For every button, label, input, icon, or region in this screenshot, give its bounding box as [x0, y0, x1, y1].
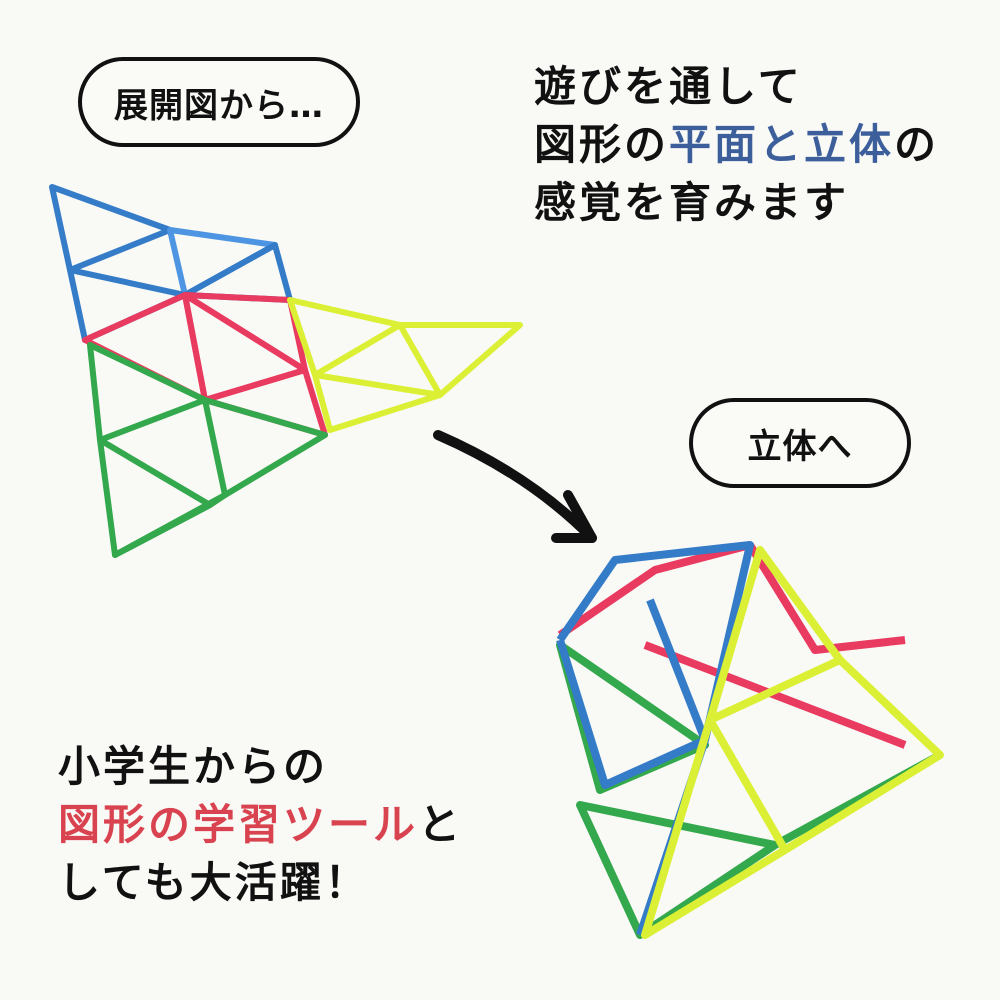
headline-top-line2-pre: 図形の [534, 120, 670, 169]
headline-bottom-line1: 小学生からの [58, 742, 329, 791]
headline-bottom-line3: しても大活躍！ [58, 858, 370, 907]
curved-arrow-icon [433, 430, 597, 543]
headline-bottom: 小学生からの 図形の学習ツールと しても大活躍！ [58, 738, 463, 912]
solid-label-text: 立体へ [747, 426, 853, 467]
headline-bottom-line2: 図形の学習ツールと [58, 796, 463, 854]
headline-top-line2: 図形の平面と立体の [534, 116, 939, 174]
headline-bottom-line2-post: と [418, 800, 464, 849]
pyramid-image [556, 541, 944, 939]
headline-top: 遊びを通して 図形の平面と立体の 感覚を育みます [534, 58, 939, 232]
solid-label-pill: 立体へ [689, 398, 911, 488]
headline-top-highlight: 平面と立体 [669, 120, 895, 169]
triangle-net-image [49, 184, 523, 558]
headline-top-line2-post: の [894, 120, 940, 169]
headline-top-line1: 遊びを通して [534, 62, 803, 111]
net-label-text: 展開図から… [114, 85, 324, 126]
net-label-pill: 展開図から… [78, 57, 360, 147]
headline-top-line3: 感覚を育みます [534, 178, 850, 227]
headline-bottom-highlight: 図形の学習ツール [58, 800, 419, 849]
